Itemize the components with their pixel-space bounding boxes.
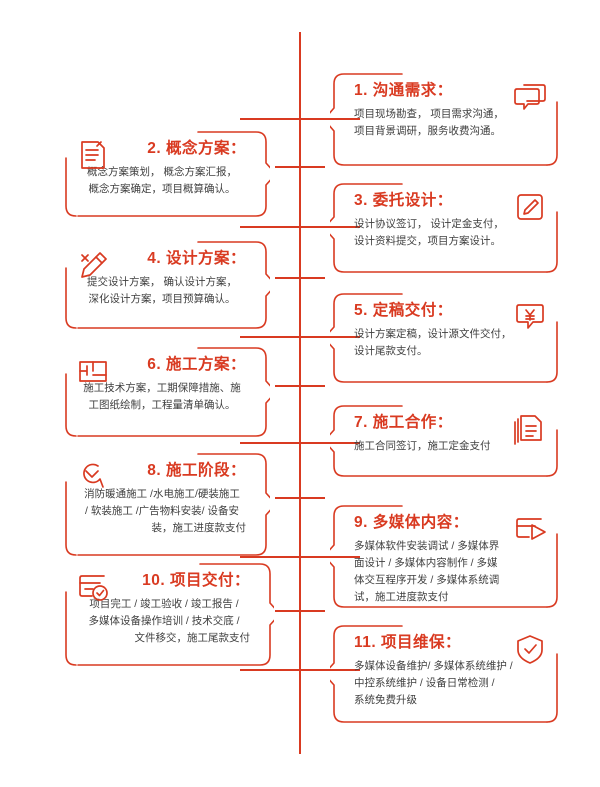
floor-plan-icon: [76, 355, 110, 387]
desc-line: 项目现场勘查， 项目需求沟通，: [354, 107, 504, 120]
card-bracket-8: [65, 453, 270, 556]
card-title: 10. 项目交付：: [142, 572, 250, 589]
timeline-card-11[interactable]: 11. 项目维保： 多媒体设备维护/ 多媒体系统维护 / 中控系统维护 / 设备…: [330, 624, 561, 724]
card-title: 11. 项目维保：: [354, 634, 461, 651]
desc-line: 多媒体软件安装调试 / 多媒体界: [354, 539, 500, 552]
desc-line: 施工技术方案，工期保障措施、施: [83, 381, 241, 394]
card-description: 施工合同签订，施工定金支付: [354, 438, 545, 455]
card-title: 1. 沟通需求：: [354, 82, 453, 99]
timeline-tick-10: [275, 610, 325, 612]
speech-bubbles-icon: [513, 81, 547, 113]
desc-line: 项目背景调研，服务收费沟通。: [354, 124, 501, 137]
timeline-tick-4: [275, 277, 325, 279]
card-title: 3. 委托设计：: [354, 192, 453, 209]
desc-line: 多媒体设备维护/ 多媒体系统维护 /: [354, 659, 513, 672]
desc-line: 概念方案确定，项目概算确认。: [88, 182, 236, 195]
pencil-ruler-icon: [76, 249, 110, 281]
yen-bubble-icon: [513, 301, 547, 333]
desc-line: 系统免费升级: [354, 693, 417, 706]
desc-line: 中控系统维护 / 设备日常检测 /: [354, 676, 495, 689]
desc-line: 消防暖通施工 /水电施工/硬装施工: [84, 487, 240, 500]
wrench-icon: [76, 461, 110, 493]
timeline-card-8[interactable]: 8. 施工阶段： 消防暖通施工 /水电施工/硬装施工 / 软装施工 /广告物料安…: [62, 452, 270, 557]
shield-check-icon: [513, 633, 547, 665]
timeline-tick-1: [240, 118, 360, 120]
desc-line: 文件移交，施工尾款支付: [134, 631, 251, 644]
pencil-square-icon: [513, 191, 547, 223]
timeline-tick-9: [240, 556, 360, 558]
timeline-tick-2: [275, 166, 325, 168]
card-description: 多媒体软件安装调试 / 多媒体界 面设计 / 多媒体内容制作 / 多媒 体交互程…: [354, 538, 545, 606]
timeline-tick-5: [240, 336, 360, 338]
card-description: 多媒体设备维护/ 多媒体系统维护 / 中控系统维护 / 设备日常检测 / 系统免…: [354, 658, 545, 709]
card-title: 9. 多媒体内容：: [354, 514, 469, 531]
desc-line: 多媒体设备操作培训 / 技术交底 /: [88, 614, 240, 627]
card-description: 施工技术方案，工期保障措施、施 工图纸绘制，工程量清单确认。: [78, 380, 246, 414]
documents-stack-icon: [513, 413, 547, 445]
desc-line: 体交互程序开发 / 多媒体系统调: [354, 573, 500, 586]
card-title: 5. 定稿交付：: [354, 302, 453, 319]
card-title: 7. 施工合作：: [354, 414, 453, 431]
card-bracket-3: [330, 183, 558, 273]
desc-line: / 软装施工 /广告物料安装/ 设备安: [84, 504, 239, 517]
card-description: 项目现场勘查， 项目需求沟通， 项目背景调研，服务收费沟通。: [354, 106, 545, 140]
timeline-axis: [299, 32, 301, 754]
card-description: 项目完工 / 竣工验收 / 竣工报告 / 多媒体设备操作培训 / 技术交底 / …: [78, 596, 250, 647]
timeline-card-9[interactable]: 9. 多媒体内容： 多媒体软件安装调试 / 多媒体界 面设计 / 多媒体内容制作…: [330, 504, 561, 609]
timeline-card-2[interactable]: 2. 概念方案： 概念方案策划， 概念方案汇报， 概念方案确定，项目概算确认。: [62, 130, 270, 218]
card-bracket-9: [330, 505, 558, 608]
timeline-card-6[interactable]: 6. 施工方案： 施工技术方案，工期保障措施、施 工图纸绘制，工程量清单确认。: [62, 346, 270, 438]
document-check-icon: [76, 139, 110, 171]
desc-line: 设计方案定稿，设计源文件交付，: [354, 327, 512, 340]
timeline-card-5[interactable]: 5. 定稿交付： 设计方案定稿，设计源文件交付， 设计尾款支付。: [330, 292, 561, 384]
desc-line: 提交设计方案， 确认设计方案，: [87, 275, 237, 288]
desc-line: 施工合同签订，施工定金支付: [354, 439, 491, 452]
timeline-card-7[interactable]: 7. 施工合作： 施工合同签订，施工定金支付: [330, 404, 561, 478]
desc-line: 设计协议签订， 设计定金支付，: [354, 217, 504, 230]
desc-line: 工图纸绘制，工程量清单确认。: [88, 398, 236, 411]
timeline-card-1[interactable]: 1. 沟通需求： 项目现场勘查， 项目需求沟通， 项目背景调研，服务收费沟通。: [330, 72, 561, 167]
media-play-icon: [513, 513, 547, 545]
desc-line: 设计资料提交，项目方案设计。: [354, 234, 501, 247]
card-bracket-1: [330, 73, 558, 166]
card-bracket-6: [65, 347, 270, 437]
card-description: 概念方案策划， 概念方案汇报， 概念方案确定，项目概算确认。: [78, 164, 246, 198]
desc-line: 概念方案策划， 概念方案汇报，: [87, 165, 237, 178]
timeline-tick-6: [275, 385, 325, 387]
card-description: 设计方案定稿，设计源文件交付， 设计尾款支付。: [354, 326, 545, 360]
timeline-tick-11: [240, 669, 360, 671]
card-title: 6. 施工方案：: [147, 356, 246, 373]
timeline-card-4[interactable]: 4. 设计方案： 提交设计方案， 确认设计方案， 深化设计方案，项目预算确认。: [62, 240, 270, 330]
card-description: 设计协议签订， 设计定金支付， 设计资料提交，项目方案设计。: [354, 216, 545, 250]
desc-line: 项目完工 / 竣工验收 / 竣工报告 /: [89, 597, 239, 610]
timeline-tick-7: [240, 442, 360, 444]
card-bracket-11: [330, 625, 558, 723]
card-bracket-7: [330, 405, 558, 477]
timeline-tick-8: [275, 497, 325, 499]
card-title: 8. 施工阶段：: [147, 462, 246, 479]
card-description: 提交设计方案， 确认设计方案， 深化设计方案，项目预算确认。: [78, 274, 246, 308]
desc-line: 设计尾款支付。: [354, 344, 428, 357]
timeline-card-3[interactable]: 3. 委托设计： 设计协议签订， 设计定金支付， 设计资料提交，项目方案设计。: [330, 182, 561, 274]
desc-line: 试，施工进度款支付: [354, 590, 449, 603]
timeline-card-10[interactable]: 10. 项目交付： 项目完工 / 竣工验收 / 竣工报告 / 多媒体设备操作培训…: [62, 562, 274, 667]
card-bracket-4: [65, 241, 270, 329]
card-title: 2. 概念方案：: [147, 140, 246, 157]
card-title: 4. 设计方案：: [147, 250, 246, 267]
desc-line: 深化设计方案，项目预算确认。: [88, 292, 236, 305]
timeline-tick-3: [240, 226, 360, 228]
card-bracket-10: [65, 563, 274, 666]
card-check-icon: [76, 571, 110, 603]
desc-line: 装，施工进度款支付: [151, 521, 247, 534]
desc-line: 面设计 / 多媒体内容制作 / 多媒: [354, 556, 498, 569]
card-bracket-2: [65, 131, 270, 217]
card-bracket-5: [330, 293, 558, 383]
card-description: 消防暖通施工 /水电施工/硬装施工 / 软装施工 /广告物料安装/ 设备安 装，…: [78, 486, 246, 537]
